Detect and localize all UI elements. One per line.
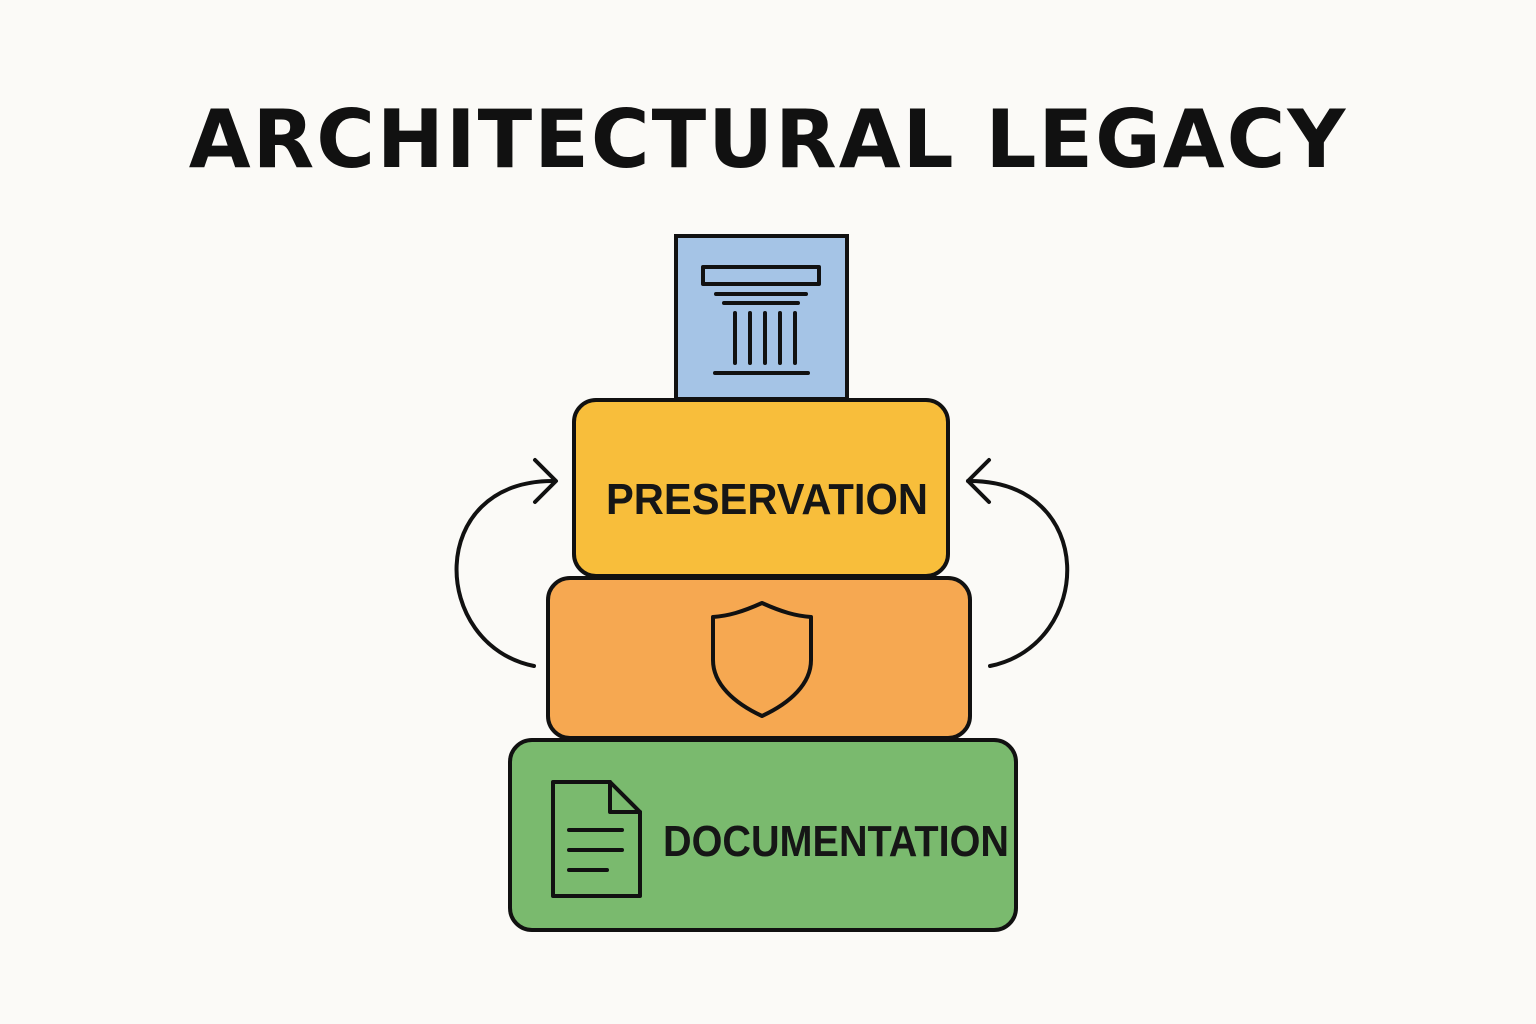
shield-icon	[711, 601, 813, 718]
tier-preservation: PRESERVATION	[572, 398, 950, 578]
left-cycle-arrow	[454, 478, 556, 668]
tier-documentation: DOCUMENTATION	[508, 738, 1018, 932]
diagram-title: ARCHITECTURAL LEGACY	[188, 93, 1348, 186]
tier-heritage	[674, 234, 849, 401]
tier-preservation-label: PRESERVATION	[606, 475, 928, 524]
right-arrowhead-icon	[966, 458, 991, 504]
column-icon	[701, 265, 821, 375]
tier-documentation-label: DOCUMENTATION	[663, 817, 1009, 866]
tier-protection	[546, 576, 972, 740]
document-icon	[551, 780, 642, 898]
right-cycle-arrow	[966, 478, 1070, 668]
left-arrowhead-icon	[533, 458, 558, 504]
